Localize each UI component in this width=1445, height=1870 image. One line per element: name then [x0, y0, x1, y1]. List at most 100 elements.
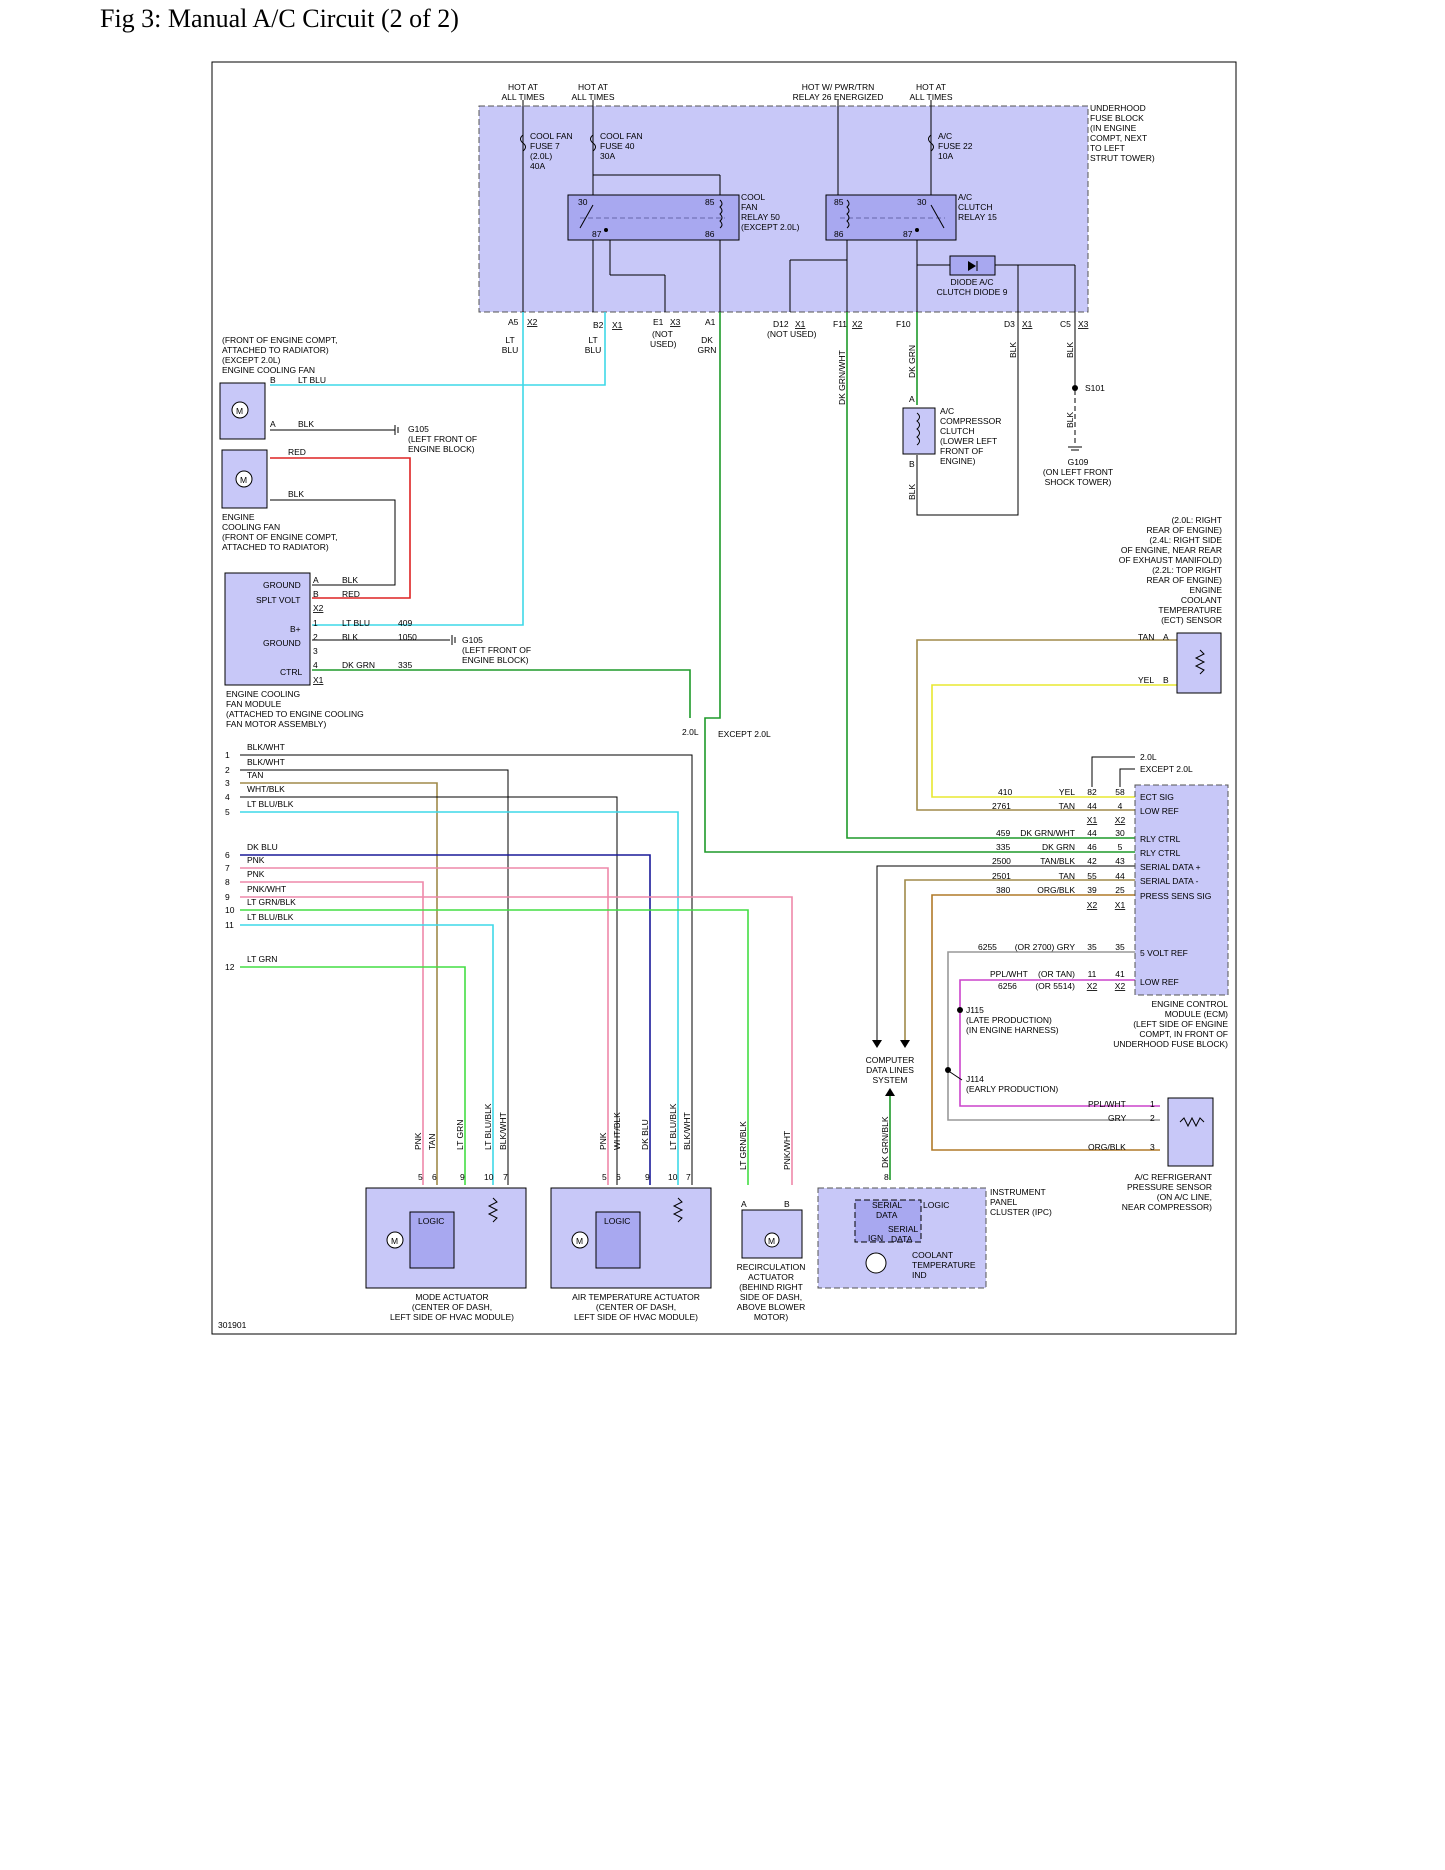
wire-blk-clutch-ground [916, 312, 1019, 516]
svg-text:B: B [909, 459, 915, 469]
svg-text:WHT/BLK: WHT/BLK [247, 784, 285, 794]
engine-cooling-fan-module [224, 572, 311, 686]
wire-label-dk-grn-f10: DK GRN [907, 345, 917, 378]
wire-dk-grn-a1 [704, 312, 1135, 853]
svg-text:PNK: PNK [247, 855, 265, 865]
svg-text:X2: X2 [313, 603, 324, 613]
svg-text:82: 82 [1087, 787, 1097, 797]
svg-text:BLK: BLK [342, 632, 358, 642]
svg-text:7: 7 [686, 1172, 691, 1182]
svg-text:B: B [313, 589, 319, 599]
svg-text:A1: A1 [705, 317, 716, 327]
svg-text:LOGIC: LOGIC [604, 1216, 630, 1226]
ecm-legend-2-0l: 2.0L [1140, 752, 1157, 762]
svg-text:TAN: TAN [1059, 801, 1075, 811]
svg-text:2501: 2501 [992, 871, 1011, 881]
svg-text:B: B [1163, 675, 1169, 685]
relay-50-pin-30: 30 [578, 197, 588, 207]
mode-actuator-logic [409, 1211, 455, 1269]
svg-text:A: A [270, 419, 276, 429]
svg-text:BLK/WHT: BLK/WHT [247, 742, 285, 752]
relay-15-pin-30: 30 [917, 197, 927, 207]
g105-ground-icon-2 [451, 635, 456, 645]
svg-text:DK BLU: DK BLU [640, 1119, 650, 1150]
wire-label-fan1-ltblu: LT BLU [298, 375, 326, 385]
svg-text:M: M [240, 475, 247, 485]
svg-text:46: 46 [1087, 842, 1097, 852]
svg-text:YEL: YEL [1059, 787, 1075, 797]
svg-text:(OR 5514): (OR 5514) [1035, 981, 1075, 991]
svg-text:6: 6 [432, 1172, 437, 1182]
svg-text:PNK/WHT: PNK/WHT [782, 1131, 792, 1170]
relay-50-pin-85: 85 [705, 197, 715, 207]
svg-text:DK GRN: DK GRN [1042, 842, 1075, 852]
svg-text:(OR 2700) GRY: (OR 2700) GRY [1015, 942, 1076, 952]
svg-text:LT GRN: LT GRN [455, 1120, 465, 1150]
svg-text:41: 41 [1115, 969, 1125, 979]
svg-text:2761: 2761 [992, 801, 1011, 811]
actuator-wire-labels: PNK TAN LT GRN LT BLU/BLK BLK/WHT PNK WH… [413, 1103, 792, 1170]
svg-text:1: 1 [1150, 1099, 1155, 1109]
svg-text:2: 2 [313, 632, 318, 642]
svg-text:LT BLU/BLK: LT BLU/BLK [668, 1103, 678, 1150]
wire-label-fan2-blk: BLK [288, 489, 304, 499]
svg-text:LT BLU/BLK: LT BLU/BLK [483, 1103, 493, 1150]
svg-text:X1: X1 [612, 320, 623, 330]
svg-text:BLK/WHT: BLK/WHT [682, 1112, 692, 1150]
wire-serial-data-minus [904, 879, 1135, 1040]
svg-text:PPL/WHT: PPL/WHT [1088, 1099, 1126, 1109]
svg-text:335: 335 [996, 842, 1010, 852]
svg-text:TAN: TAN [1059, 871, 1075, 881]
svg-text:D3: D3 [1004, 319, 1015, 329]
svg-text:LOGIC: LOGIC [418, 1216, 444, 1226]
svg-text:CTRL: CTRL [280, 667, 302, 677]
svg-text:7: 7 [503, 1172, 508, 1182]
svg-text:2: 2 [1150, 1113, 1155, 1123]
fan-motor-1-label: (FRONT OF ENGINE COMPT,ATTACHED TO RADIA… [222, 335, 338, 375]
wire-label-dk-grn-wht: DK GRN/WHT [837, 350, 847, 405]
wire-ppl-wht [959, 979, 1160, 1107]
svg-text:GROUND: GROUND [263, 580, 301, 590]
svg-text:42: 42 [1087, 856, 1097, 866]
svg-text:X2: X2 [852, 319, 863, 329]
svg-text:TAN/BLK: TAN/BLK [1040, 856, 1075, 866]
svg-text:TAN: TAN [247, 770, 263, 780]
svg-text:B: B [784, 1199, 790, 1209]
svg-text:5: 5 [225, 807, 230, 817]
svg-text:PRESS SENS SIG: PRESS SENS SIG [1140, 891, 1211, 901]
motor-icon [231, 401, 249, 419]
svg-text:F10: F10 [896, 319, 911, 329]
svg-text:E1: E1 [653, 317, 664, 327]
engine-control-module [1134, 784, 1229, 996]
svg-text:SPLT VOLT: SPLT VOLT [256, 595, 300, 605]
svg-text:GROUND: GROUND [263, 638, 301, 648]
svg-text:DK GRN/WHT: DK GRN/WHT [1020, 828, 1075, 838]
svg-text:PNK: PNK [598, 1132, 608, 1150]
svg-text:ORG/BLK: ORG/BLK [1037, 885, 1075, 895]
svg-text:PNK/WHT: PNK/WHT [247, 884, 286, 894]
ect-sensor [1176, 632, 1222, 694]
ipc-arrow-up [885, 1088, 895, 1096]
svg-text:M: M [768, 1236, 775, 1246]
svg-text:410: 410 [998, 787, 1012, 797]
svg-text:6: 6 [225, 850, 230, 860]
figure-id: 301901 [218, 1320, 247, 1330]
svg-text:2: 2 [225, 765, 230, 775]
svg-text:A: A [313, 575, 319, 585]
svg-text:335: 335 [398, 660, 412, 670]
svg-text:A: A [909, 394, 915, 404]
svg-text:B: B [270, 375, 276, 385]
